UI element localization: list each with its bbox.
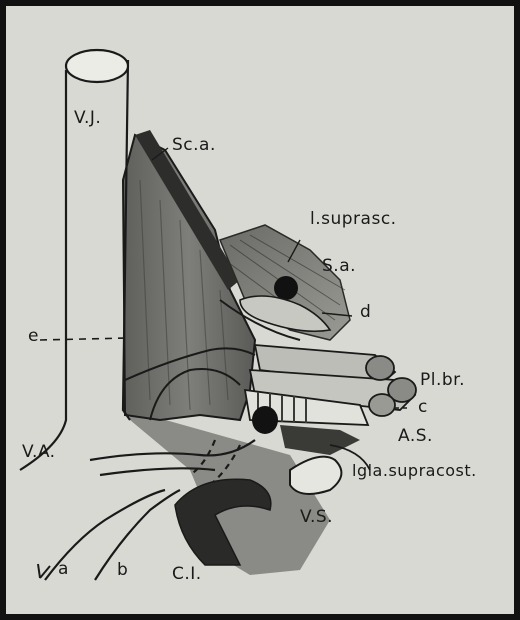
label-va: V.A. [22,444,56,461]
label-ci: C.I. [172,566,202,583]
sa-node [274,276,298,300]
label-lsuprasc: l.suprasc. [310,211,397,228]
label-as: A.S. [398,428,433,445]
label-sca: Sc.a. [172,137,216,154]
label-plbr: Pl.br. [420,372,465,389]
label-a: a [58,561,69,578]
label-sa: S.a. [322,258,356,275]
as-node [252,406,278,434]
label-e: e [28,328,39,345]
label-d: d [360,304,371,321]
label-vs: V.S. [300,509,333,526]
label-b: b [117,562,128,579]
label-lgla: lgla.supracost. [352,463,477,479]
label-c: c [418,399,428,416]
label-vj: V.J. [74,110,101,127]
